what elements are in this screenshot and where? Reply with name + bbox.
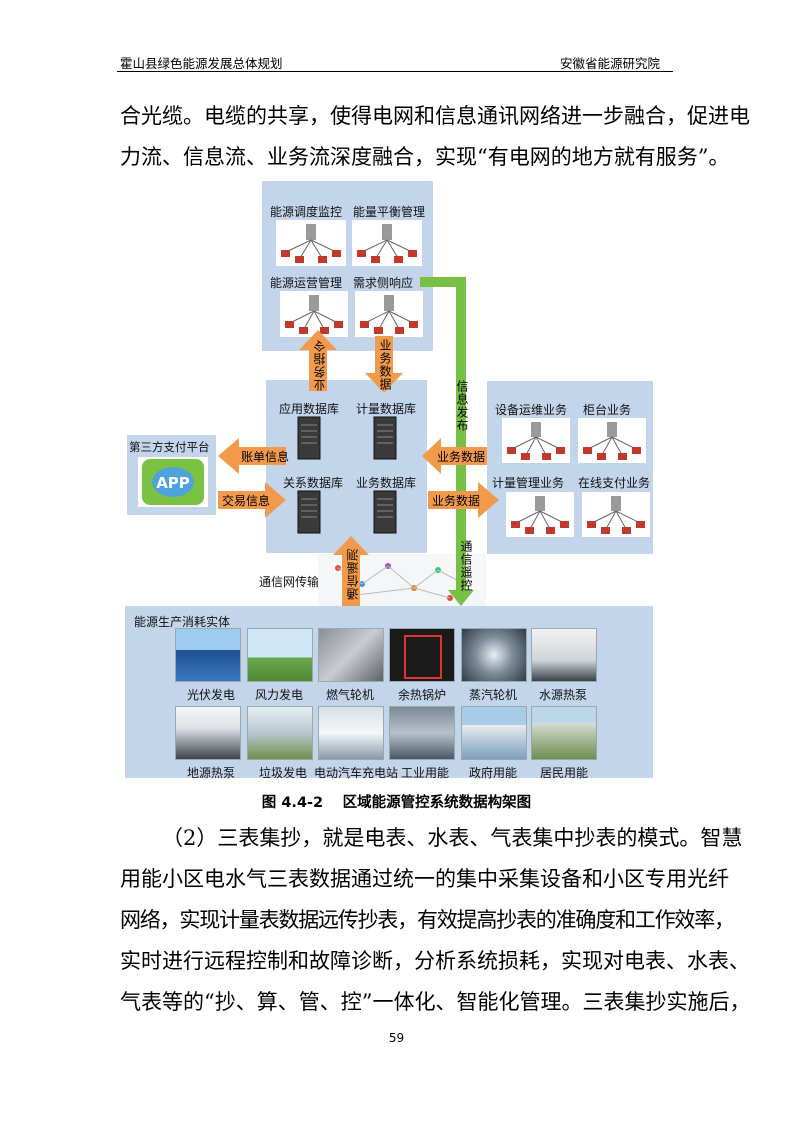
- photo-ev-charging: [318, 706, 384, 760]
- label-metering-db: 计量数据库: [356, 402, 417, 416]
- business-data-out-arrow: [428, 482, 499, 518]
- arrow-text-business-data-in: 业务数据: [437, 450, 486, 464]
- paragraph-line: （2）三表集抄，就是电表、水表、气表集中抄表的模式。智慧: [162, 826, 743, 850]
- label-photovoltaic: 光伏发电: [187, 688, 236, 702]
- paragraph-line: 气表等的“抄、算、管、控”一体化、智能化管理。三表集抄实施后，: [120, 990, 751, 1014]
- database-server-icon: [297, 416, 321, 460]
- comm-measure-arrow: [333, 536, 369, 606]
- figure-caption: 图 4.4-2 区域能源管控系统数据构架图: [261, 795, 532, 811]
- arrow-text-comm-measure: 通信遥测: [346, 548, 360, 600]
- photo-ground-heat-pump: [175, 706, 241, 760]
- label-ev-charging: 电动汽车充电站: [314, 766, 399, 780]
- header-rule: [117, 71, 673, 72]
- label-government-energy: 政府用能: [469, 766, 518, 780]
- billing-arrow: [218, 438, 286, 474]
- photo-wind: [247, 628, 313, 682]
- business-data-in-arrow: [422, 438, 487, 474]
- paragraph-line: 实时进行远程控制和故障诊断，分析系统损耗，实现对电表、水表、: [120, 949, 750, 973]
- label-ground-source-heat-pump: 地源热泵: [187, 766, 236, 780]
- arrow-text-business-data-out: 业务数据: [432, 494, 481, 508]
- network-server-icon: [582, 492, 650, 537]
- database-box: [266, 380, 427, 553]
- info-publish-arrow: [420, 277, 474, 606]
- label-gas-turbine: 燃气轮机: [326, 688, 375, 702]
- photo-residential: [531, 706, 597, 760]
- arrow-text-info-publish: 信息发布: [455, 380, 469, 432]
- label-online-payment: 在线支付业务: [578, 476, 651, 490]
- arrow-text-business-data-down: 业务数据: [378, 339, 392, 391]
- paragraph-bottom: （2）三表集抄，就是电表、水表、气表集中抄表的模式。智慧 用能小区电水气三表数据…: [120, 818, 751, 1023]
- photo-water-heat-pump: [531, 628, 597, 682]
- app-icon: APP: [138, 457, 208, 507]
- database-server-icon: [297, 490, 321, 534]
- label-water-source-heat-pump: 水源热泵: [539, 688, 588, 702]
- arrow-text-comm-control: 通信遥控: [459, 540, 473, 592]
- paragraph-top: 合光缆。电缆的共享，使得电网和信息通讯网络进一步融合，促进电 力流、信息流、业务…: [120, 96, 750, 178]
- label-dispatch-monitor: 能源调度监控: [270, 205, 343, 219]
- photo-waste-power: [247, 706, 313, 760]
- app-label: APP: [156, 474, 190, 492]
- label-counter: 柜台业务: [583, 403, 632, 417]
- transaction-arrow: [218, 482, 286, 518]
- paragraph-line: 网络，实现计量表数据远传抄表，有效提高抄表的准确度和工作效率，: [120, 908, 735, 932]
- business-data-down-arrow: [365, 336, 403, 393]
- label-demand-response: 需求侧响应: [353, 276, 414, 290]
- label-third-party: 第三方支付平台: [129, 440, 210, 454]
- photo-industrial: [389, 706, 455, 760]
- business-command-arrow: [299, 330, 337, 391]
- header-title-left: 霍山县绿色能源发展总体规划: [120, 56, 283, 71]
- label-operation-manage: 能源运营管理: [270, 276, 343, 290]
- label-balance-manage: 能量平衡管理: [353, 205, 426, 219]
- paragraph-line: 合光缆。电缆的共享，使得电网和信息通讯网络进一步融合，促进电: [120, 104, 750, 128]
- label-metering-manage: 计量管理业务: [492, 476, 565, 490]
- label-residential-energy: 居民用能: [540, 766, 589, 780]
- photo-solar: [175, 628, 241, 682]
- photo-waste-heat-boiler: [389, 628, 455, 682]
- label-business-db: 业务数据库: [356, 476, 417, 490]
- network-server-icon: [506, 492, 574, 537]
- label-wind-power: 风力发电: [255, 688, 304, 702]
- label-relational-db: 关系数据库: [283, 476, 344, 490]
- network-server-icon: [355, 291, 423, 337]
- label-waste-heat-boiler: 余热锅炉: [398, 688, 447, 702]
- network-server-icon: [578, 418, 646, 463]
- network-server-icon: [276, 220, 346, 266]
- label-maintenance: 设备运维业务: [495, 403, 568, 417]
- arrow-text-business-command: 业务指令: [313, 339, 327, 391]
- label-entities-title: 能源生产消耗实体: [134, 615, 231, 629]
- photo-government: [461, 706, 527, 760]
- arrow-text-transaction: 交易信息: [222, 494, 271, 508]
- network-server-icon: [280, 291, 348, 337]
- network-server-icon: [352, 220, 422, 266]
- label-steam-turbine: 蒸汽轮机: [469, 688, 518, 702]
- label-network-transmission: 通信网传输: [259, 575, 320, 589]
- arrow-text-billing: 账单信息: [241, 450, 290, 464]
- photo-gas-turbine: [318, 628, 384, 682]
- label-industrial-energy: 工业用能: [401, 766, 450, 780]
- network-server-icon: [502, 418, 570, 463]
- label-app-db: 应用数据库: [279, 402, 340, 416]
- database-server-icon: [373, 490, 397, 534]
- label-waste-power: 垃圾发电: [259, 766, 308, 780]
- paragraph-line: 力流、信息流、业务流深度融合，实现“有电网的地方就有服务”。: [120, 145, 730, 169]
- photo-steam-turbine: [461, 628, 527, 682]
- database-server-icon: [373, 416, 397, 460]
- header-title-right: 安徽省能源研究院: [560, 56, 661, 71]
- page-number: 59: [388, 1031, 405, 1045]
- paragraph-line: 用能小区电水气三表数据通过统一的集中采集设备和小区专用光纤: [120, 867, 729, 891]
